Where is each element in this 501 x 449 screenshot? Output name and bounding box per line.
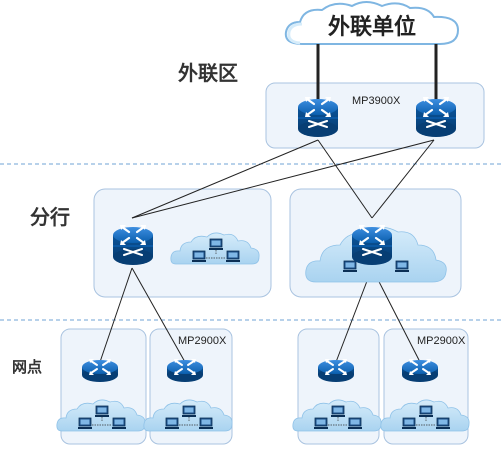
external-unit-label: 外联单位: [328, 14, 416, 40]
external-unit-cloud: 外联单位: [284, 1, 460, 45]
link-ext-right-branch-right: [371, 139, 435, 219]
router-icon: [350, 223, 394, 267]
network-links: [99, 44, 438, 363]
outlet-model-label-left: MP2900X: [178, 335, 227, 347]
router-icon: [401, 358, 439, 383]
router-icon: [166, 358, 204, 383]
link-ext-left-branch-right: [317, 139, 373, 219]
router-icon: [81, 358, 119, 383]
router-icon: [296, 95, 340, 139]
outlet-model-label-right: MP2900X: [417, 335, 466, 347]
link-ext-right-branch-left: [131, 139, 435, 219]
link-branch-left-outlet-2: [131, 267, 186, 363]
router-icon: [414, 95, 458, 139]
link-branch-right-outlet-4: [371, 267, 421, 363]
router-icon: [111, 223, 155, 267]
link-branch-right-outlet-3: [335, 267, 373, 363]
extranet-model-label: MP3900X: [352, 95, 401, 107]
link-ext-left-branch-left: [131, 139, 319, 219]
link-branch-left-outlet-1: [99, 267, 133, 363]
router-icon: [317, 358, 355, 383]
outlet-zone-label: 网点: [12, 358, 42, 376]
branch-zone-label: 分行: [30, 205, 70, 229]
extranet-zone-label: 外联区: [178, 61, 238, 85]
